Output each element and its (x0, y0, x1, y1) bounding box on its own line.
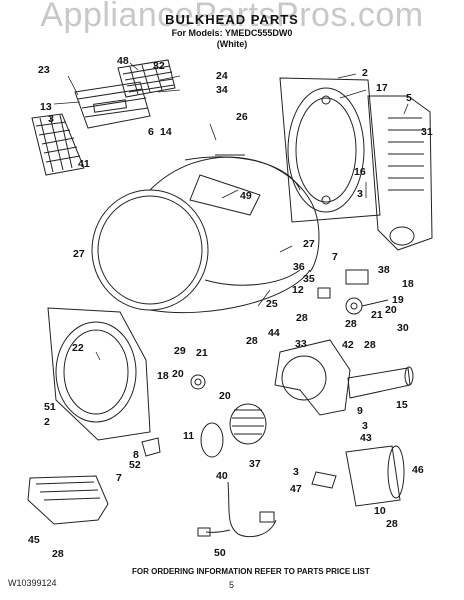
callout-33: 33 (295, 338, 307, 350)
callout-8: 8 (133, 449, 139, 461)
callout-20a: 20 (385, 304, 397, 316)
thermostat-drawing (317, 269, 369, 299)
door-switch-drawing (141, 437, 161, 457)
blower-housing-drawing (274, 339, 351, 416)
heater-housing-drawing (367, 95, 433, 251)
callout-18: 18 (402, 278, 414, 290)
callout-36: 36 (293, 261, 305, 273)
callout-24: 24 (216, 70, 228, 82)
belt-drawing (200, 422, 224, 458)
model-line: For Models: YMEDC555DW0 (171, 28, 293, 38)
callout-7: 7 (332, 251, 338, 263)
callout-9: 9 (357, 405, 363, 417)
callout-28d: 28 (246, 335, 258, 347)
callout-46: 46 (412, 464, 424, 476)
callout-26: 26 (236, 111, 248, 123)
callout-45: 45 (28, 534, 40, 546)
callout-13: 13 (40, 101, 52, 113)
callout-41: 41 (78, 158, 90, 170)
rear-bulkhead-drawing (279, 77, 381, 223)
leader-lines (53, 62, 409, 361)
callout-28a: 28 (296, 312, 308, 324)
blower-wheel-drawing (229, 403, 267, 445)
callout-42: 42 (342, 339, 354, 351)
drum-drawing (91, 154, 320, 314)
callout-6: 6 (148, 126, 154, 138)
callout-17: 17 (376, 82, 388, 94)
callout-14: 14 (160, 126, 172, 138)
callout-27-right: 27 (303, 238, 315, 250)
callout-19: 19 (392, 294, 404, 306)
callout-32: 32 (153, 60, 165, 72)
callout-25: 25 (266, 298, 278, 310)
callout-3b: 3 (357, 188, 363, 200)
callout-43: 43 (360, 432, 372, 444)
front-duct-drawing (27, 475, 109, 525)
callout-37: 37 (249, 458, 261, 470)
callout-20b: 20 (172, 368, 184, 380)
callout-7b: 7 (116, 472, 122, 484)
doc-number: W10399124 (8, 578, 57, 588)
callout-3d: 3 (293, 466, 299, 478)
color-line: (White) (216, 39, 248, 49)
lint-filter-grid-drawing (117, 59, 176, 98)
callout-15: 15 (396, 399, 408, 411)
callout-18b: 18 (157, 370, 169, 382)
callout-10: 10 (374, 505, 386, 517)
lint-screen-mesh-drawing (31, 113, 85, 176)
callout-3c: 3 (362, 420, 368, 432)
callout-23: 23 (38, 64, 50, 76)
callout-21a: 21 (371, 309, 383, 321)
callout-28f: 28 (386, 518, 398, 530)
callout-51: 51 (44, 401, 56, 413)
callout-31: 31 (421, 126, 433, 138)
motor-bracket-drawing (311, 471, 337, 489)
callout-11: 11 (183, 430, 195, 442)
callout-2: 2 (362, 67, 368, 79)
lint-screen-drawing (74, 81, 151, 129)
callout-35: 35 (303, 273, 315, 285)
callout-27-left: 27 (73, 248, 85, 260)
drum-roller-drawing (345, 297, 389, 315)
callout-30: 30 (397, 322, 409, 334)
callout-12: 12 (292, 284, 304, 296)
callout-16: 16 (354, 166, 366, 178)
callout-5: 5 (406, 92, 412, 104)
callout-49: 49 (240, 190, 252, 202)
callout-34: 34 (216, 84, 228, 96)
callout-3: 3 (48, 113, 54, 125)
callout-28b: 28 (345, 318, 357, 330)
page-title: BULKHEAD PARTS (165, 12, 299, 27)
wire-harness-drawing (197, 481, 277, 538)
idler-pulley-drawing (190, 374, 206, 390)
callout-22: 22 (72, 342, 84, 354)
page-number: 5 (229, 580, 235, 590)
ordering-note: FOR ORDERING INFORMATION REFER TO PARTS … (132, 567, 370, 576)
callout-44: 44 (268, 327, 280, 339)
callout-52: 52 (129, 459, 141, 471)
front-bulkhead-drawing (47, 307, 151, 441)
callout-40: 40 (216, 470, 228, 482)
callout-2b: 2 (44, 416, 50, 428)
callout-38: 38 (378, 264, 390, 276)
motor-drawing (345, 445, 405, 507)
callout-48: 48 (117, 55, 129, 67)
callout-28e: 28 (52, 548, 64, 560)
watermark: AppliancePartsPros.com (40, 0, 424, 34)
callout-29: 29 (174, 345, 186, 357)
callout-28c: 28 (364, 339, 376, 351)
callout-20c: 20 (219, 390, 231, 402)
callout-50: 50 (214, 547, 226, 559)
callout-21b: 21 (196, 347, 208, 359)
exhaust-duct-drawing (347, 366, 414, 399)
callout-47: 47 (290, 483, 302, 495)
